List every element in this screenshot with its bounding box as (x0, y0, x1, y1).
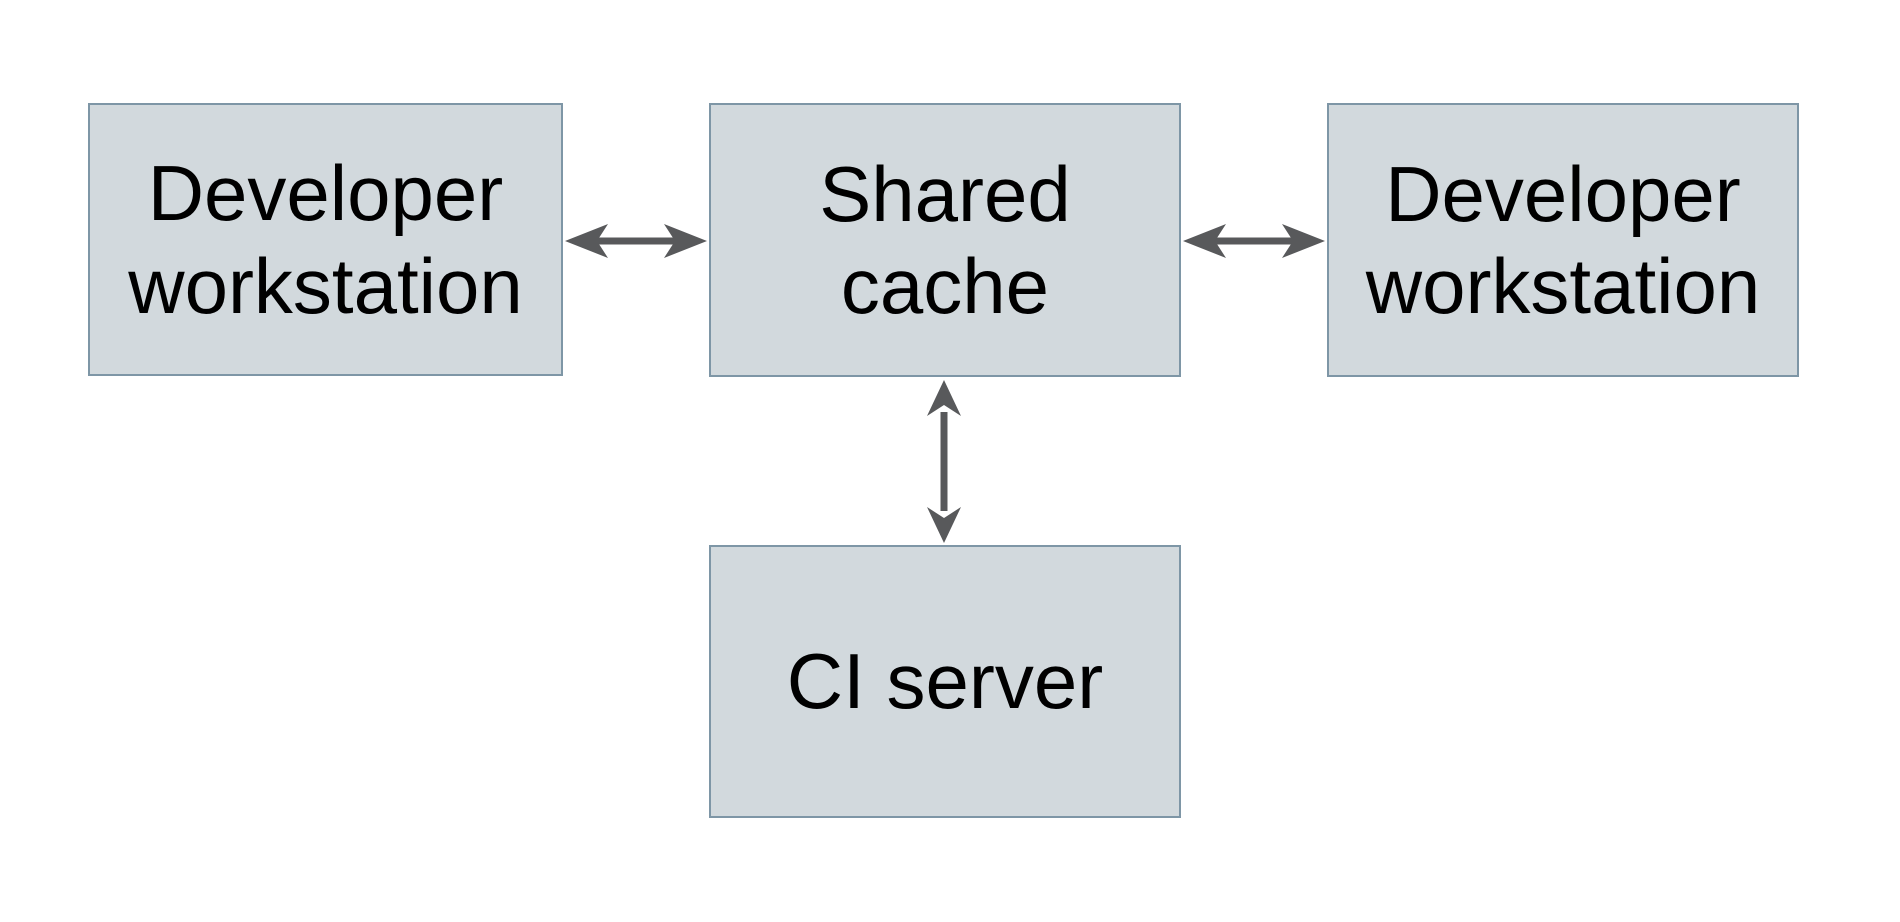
node-ci-server: CI server (709, 545, 1181, 818)
node-label: CI server (786, 637, 1104, 726)
node-shared-cache: Shared cache (709, 103, 1181, 377)
double-arrow-icon-shared-cache-dev-right (1183, 224, 1325, 258)
node-label: Developer workstation (1365, 149, 1761, 330)
node-label: Shared cache (819, 149, 1071, 330)
node-label: Developer workstation (128, 149, 523, 330)
node-developer-workstation-left: Developer workstation (88, 103, 563, 376)
node-developer-workstation-right: Developer workstation (1327, 103, 1799, 377)
double-arrow-icon-dev-left-shared-cache (565, 224, 707, 258)
double-arrow-icon-shared-cache-ci-server (927, 380, 961, 543)
